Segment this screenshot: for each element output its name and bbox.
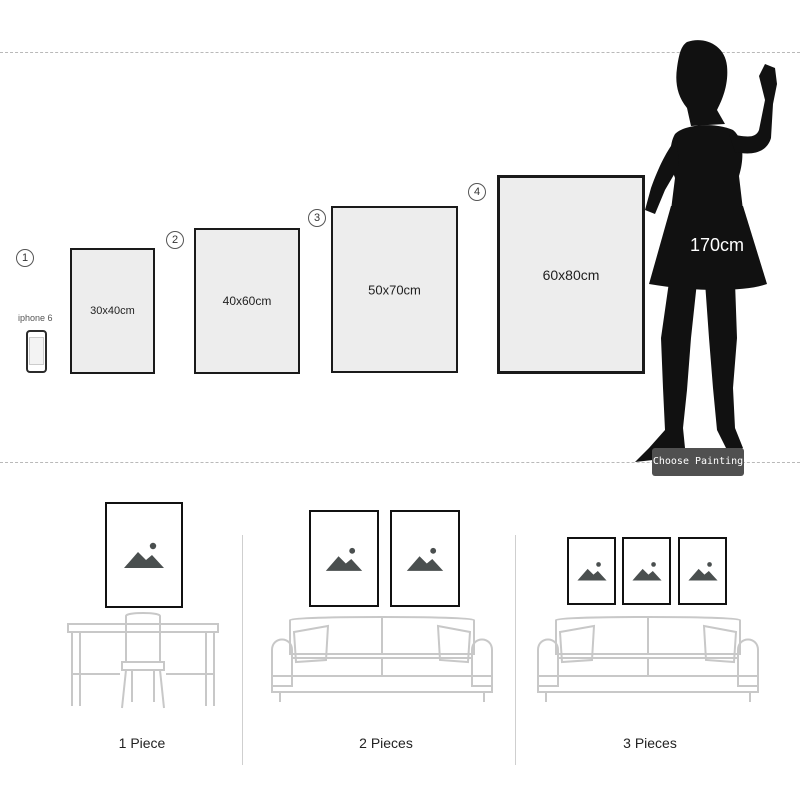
poster-frame: [567, 537, 616, 605]
size-label: 50x70cm: [368, 282, 421, 297]
size-label: 60x80cm: [542, 266, 600, 283]
woman-silhouette: [635, 40, 777, 462]
mountain-icon: [406, 547, 444, 571]
option-3-pieces-label: 3 Pieces: [623, 735, 677, 751]
mountain-icon: [576, 562, 607, 581]
desk-chair-icon: [67, 612, 219, 709]
mountain-icon: [325, 547, 363, 571]
mountain-icon: [631, 562, 662, 581]
poster-frame: [678, 537, 727, 605]
size-frame-40x60: 40x60cm: [194, 228, 300, 374]
size-frame-30x40: 30x40cm: [70, 248, 155, 374]
size-label: 30x40cm: [90, 305, 135, 317]
size-number-1: 1: [16, 249, 34, 267]
sofa-icon: [271, 616, 493, 702]
mountain-icon: [124, 542, 164, 568]
poster-frame: [309, 510, 379, 607]
choose-painting-button[interactable]: Choose Painting: [652, 448, 744, 476]
poster-frame: [390, 510, 460, 607]
size-frame-50x70: 50x70cm: [331, 206, 458, 373]
size-number-3: 3: [308, 209, 326, 227]
phone-label: iphone 6: [18, 313, 53, 323]
option-1-piece-label: 1 Piece: [118, 735, 166, 751]
size-number-2: 2: [166, 231, 184, 249]
phone-icon: [26, 330, 47, 373]
poster-frame: [622, 537, 671, 605]
option-2-pieces-label: 2 Pieces: [359, 735, 413, 751]
section-divider: [242, 535, 243, 765]
section-divider: [515, 535, 516, 765]
poster-frame: [105, 502, 183, 608]
mountain-icon: [687, 562, 718, 581]
sofa-icon: [537, 616, 759, 702]
top-guide-line: [0, 52, 800, 53]
size-frame-60x80: 60x80cm: [497, 175, 645, 374]
size-number-4: 4: [468, 183, 486, 201]
height-label: 170cm: [690, 235, 745, 255]
bottom-guide-line: [0, 462, 800, 463]
size-label: 40x60cm: [222, 294, 272, 308]
